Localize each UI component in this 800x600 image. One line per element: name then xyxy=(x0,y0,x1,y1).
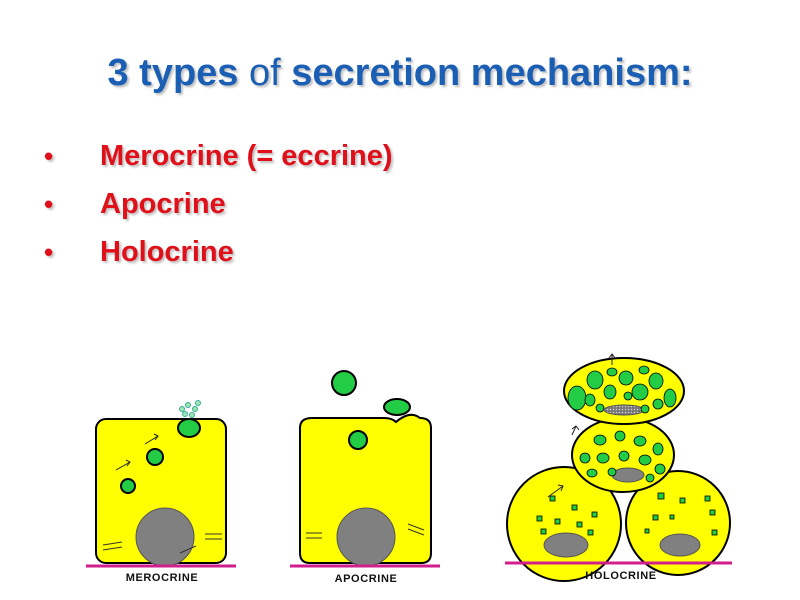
apocrine-cell xyxy=(299,370,432,567)
released-vesicle xyxy=(331,370,357,396)
merocrine-cell xyxy=(95,418,227,567)
bullet-dot-icon: • xyxy=(44,188,54,219)
bullet-item-apocrine: • Apocrine xyxy=(44,180,393,228)
bullet-list: • Merocrine (= eccrine) • Apocrine • Hol… xyxy=(44,132,393,276)
holocrine-arrows xyxy=(547,353,616,498)
bullet-label: Merocrine (= eccrine) xyxy=(100,139,393,172)
caption-apocrine: APOCRINE xyxy=(334,573,398,585)
apocrine-junctions xyxy=(306,523,425,539)
holocrine-cells xyxy=(506,357,731,582)
bullet-item-merocrine: • Merocrine (= eccrine) xyxy=(44,132,393,180)
caption-merocrine: MEROCRINE xyxy=(125,572,199,584)
vesicle xyxy=(120,478,136,494)
merocrine-junctions xyxy=(102,533,222,554)
vesicle-budding xyxy=(383,398,411,416)
bullet-label: Apocrine xyxy=(100,187,226,220)
bullet-label: Holocrine xyxy=(100,235,234,268)
caption-holocrine: HOLOCRINE xyxy=(585,570,657,582)
vesicle xyxy=(348,430,368,450)
holocrine-granules xyxy=(536,365,718,536)
vesicle xyxy=(146,448,164,466)
title-part-3: secretion mechanism: xyxy=(291,52,693,94)
title-part-1: 3 types xyxy=(107,52,239,94)
merocrine-arrows xyxy=(115,433,159,471)
merocrine-released-secretion xyxy=(179,400,201,418)
vesicle-fusing xyxy=(177,418,201,438)
bullet-item-holocrine: • Holocrine xyxy=(44,228,393,276)
slide-title: 3 types of secretion mechanism: xyxy=(0,52,800,95)
bullet-dot-icon: • xyxy=(44,236,54,267)
title-part-2: of xyxy=(249,52,281,94)
bullet-dot-icon: • xyxy=(44,140,54,171)
